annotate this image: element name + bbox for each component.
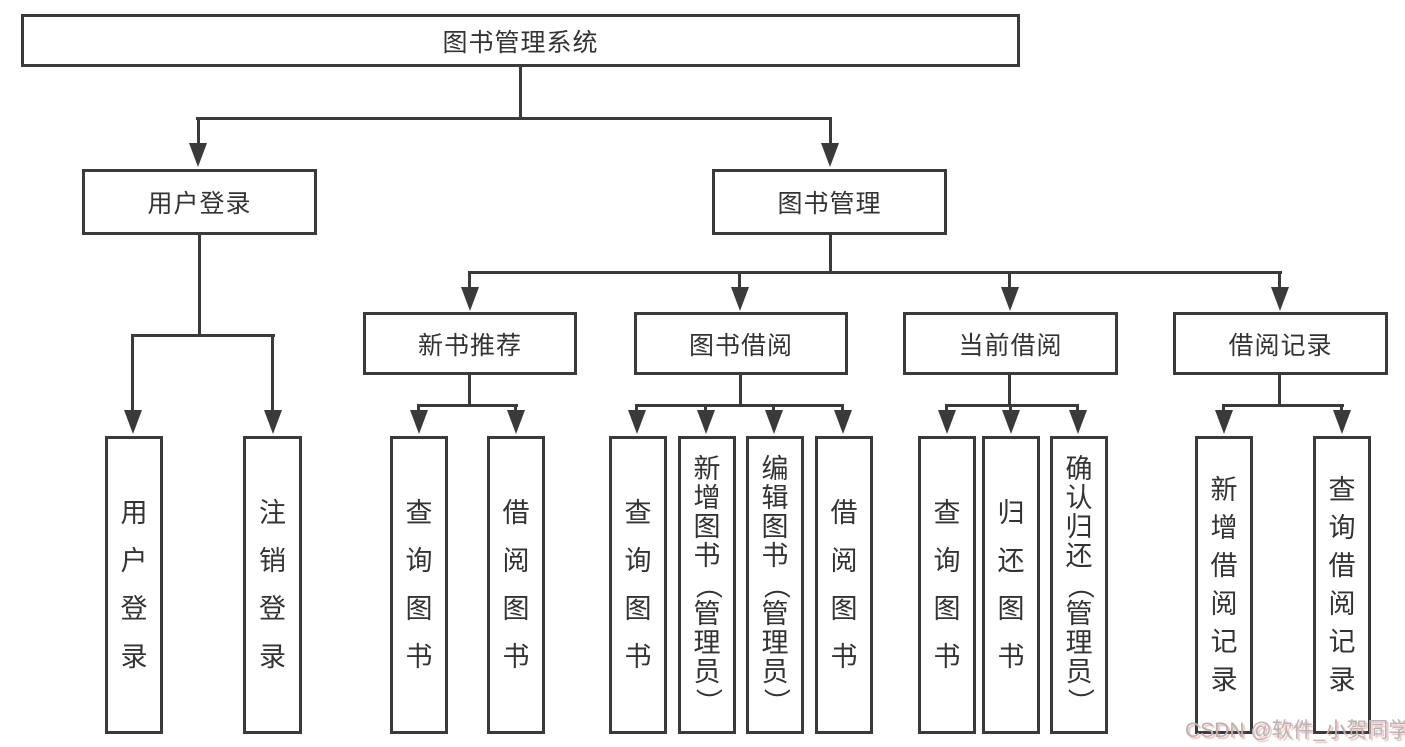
arrow-head xyxy=(1215,410,1233,434)
leaf-borrow-books-borrow: 借阅图书 xyxy=(815,436,873,734)
leaf-confirm-return-admin: 确认归还（管理员） xyxy=(1050,436,1108,734)
connector-line xyxy=(131,334,134,412)
connector-line xyxy=(829,233,832,274)
node-label: 借阅图书 xyxy=(502,497,530,672)
arrow-head xyxy=(1069,410,1087,434)
arrow-head xyxy=(124,410,142,434)
arrow-head xyxy=(507,410,525,434)
connector-line xyxy=(514,404,517,412)
node-label: 用户登录 xyxy=(147,190,252,218)
connector-line xyxy=(197,117,200,147)
node-label: 查询借阅记录 xyxy=(1328,474,1356,695)
connector-line xyxy=(841,404,844,412)
connector-line xyxy=(945,404,1079,407)
leaf-query-books-recommend: 查询图书 xyxy=(390,436,448,734)
connector-line xyxy=(829,117,832,147)
node-current-borrow: 当前借阅 xyxy=(903,312,1118,375)
connector-line xyxy=(738,271,741,289)
connector-line xyxy=(1008,374,1011,406)
leaf-user-login: 用户登录 xyxy=(105,436,163,734)
connector-line xyxy=(635,404,638,412)
node-label: 借阅记录 xyxy=(1228,331,1333,360)
leaf-borrow-books-recommend: 借阅图书 xyxy=(487,436,545,734)
node-label: 编辑图书（管理员） xyxy=(760,453,791,715)
connector-line xyxy=(196,117,832,120)
leaf-query-books-current: 查询图书 xyxy=(918,436,976,734)
connector-line xyxy=(739,374,742,406)
connector-line xyxy=(772,404,775,412)
leaf-add-borrow-record: 新增借阅记录 xyxy=(1195,436,1253,734)
node-new-book-recommend: 新书推荐 xyxy=(363,312,577,375)
connector-line xyxy=(198,233,201,337)
arrow-head xyxy=(938,410,956,434)
arrow-head xyxy=(410,410,428,434)
node-label: 注销登录 xyxy=(259,497,286,672)
node-label: 新书推荐 xyxy=(417,331,522,360)
connector-line xyxy=(271,334,274,412)
node-user-login: 用户登录 xyxy=(82,169,317,235)
leaf-return-book: 归还图书 xyxy=(982,436,1040,734)
node-label: 用户登录 xyxy=(120,497,148,672)
leaf-logout: 注销登录 xyxy=(243,436,302,734)
connector-line xyxy=(1278,374,1281,406)
connector-line xyxy=(704,404,707,412)
connector-line xyxy=(1278,271,1281,289)
node-label: 新增图书（管理员） xyxy=(692,453,723,715)
arrow-head xyxy=(1333,410,1351,434)
connector-line xyxy=(519,65,522,119)
connector-line xyxy=(468,271,1282,274)
arrow-head xyxy=(697,410,715,434)
connector-line xyxy=(468,271,471,289)
arrow-head xyxy=(731,287,749,311)
csdn-watermark: CSDN @软件_小贺同学 xyxy=(1185,719,1405,742)
connector-line xyxy=(1340,404,1343,412)
connector-line xyxy=(1008,271,1011,289)
leaf-edit-book-admin: 编辑图书（管理员） xyxy=(746,436,804,734)
node-label: 查询图书 xyxy=(405,497,433,672)
arrow-head xyxy=(189,143,207,167)
connector-line xyxy=(1009,404,1012,412)
connector-line xyxy=(1076,404,1079,412)
connector-line xyxy=(945,404,948,412)
leaf-query-borrow-record: 查询借阅记录 xyxy=(1313,436,1371,734)
connector-line xyxy=(417,404,518,407)
node-label: 图书管理 xyxy=(777,190,882,218)
leaf-add-book-admin: 新增图书（管理员） xyxy=(678,436,736,734)
node-label: 确认归还（管理员） xyxy=(1064,453,1095,715)
connector-line xyxy=(131,334,275,337)
connector-line xyxy=(1222,404,1344,407)
node-label: 归还图书 xyxy=(997,497,1025,672)
node-label: 新增借阅记录 xyxy=(1210,474,1238,695)
node-borrow-records: 借阅记录 xyxy=(1173,312,1388,375)
node-label: 借阅图书 xyxy=(830,497,858,672)
arrow-head xyxy=(1002,410,1020,434)
arrow-head xyxy=(1271,287,1289,311)
leaf-query-books-borrow: 查询图书 xyxy=(609,436,667,734)
connector-line xyxy=(468,374,471,406)
arrow-head xyxy=(461,287,479,311)
connector-line xyxy=(1222,404,1225,412)
connector-line xyxy=(635,404,844,407)
node-label: 当前借阅 xyxy=(958,331,1063,360)
node-label: 查询图书 xyxy=(933,497,961,672)
arrow-head xyxy=(628,410,646,434)
arrow-head xyxy=(821,143,839,167)
arrow-head xyxy=(765,410,783,434)
node-label: 查询图书 xyxy=(624,497,652,672)
node-label: 图书借阅 xyxy=(688,331,793,360)
node-book-borrow: 图书借阅 xyxy=(634,312,848,375)
node-label: 图书管理系统 xyxy=(442,28,599,57)
connector-line xyxy=(417,404,420,412)
node-book-management: 图书管理 xyxy=(712,169,947,235)
arrow-head xyxy=(1001,287,1019,311)
node-library-management-system: 图书管理系统 xyxy=(21,14,1020,67)
arrow-head xyxy=(834,410,852,434)
arrow-head xyxy=(264,410,282,434)
